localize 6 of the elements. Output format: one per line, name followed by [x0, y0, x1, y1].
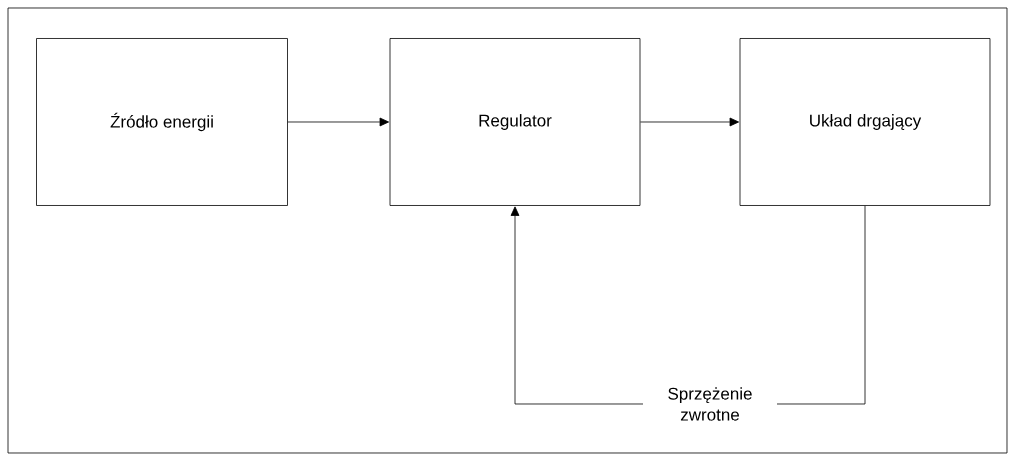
- process-box: Układ drgający: [739, 38, 991, 206]
- process-box: Źródło energii: [36, 38, 288, 206]
- arrow: [640, 117, 740, 127]
- process-box: Regulator: [389, 38, 641, 206]
- edge-label: Sprzężenie zwrotne: [643, 385, 777, 423]
- arrow: [287, 117, 390, 127]
